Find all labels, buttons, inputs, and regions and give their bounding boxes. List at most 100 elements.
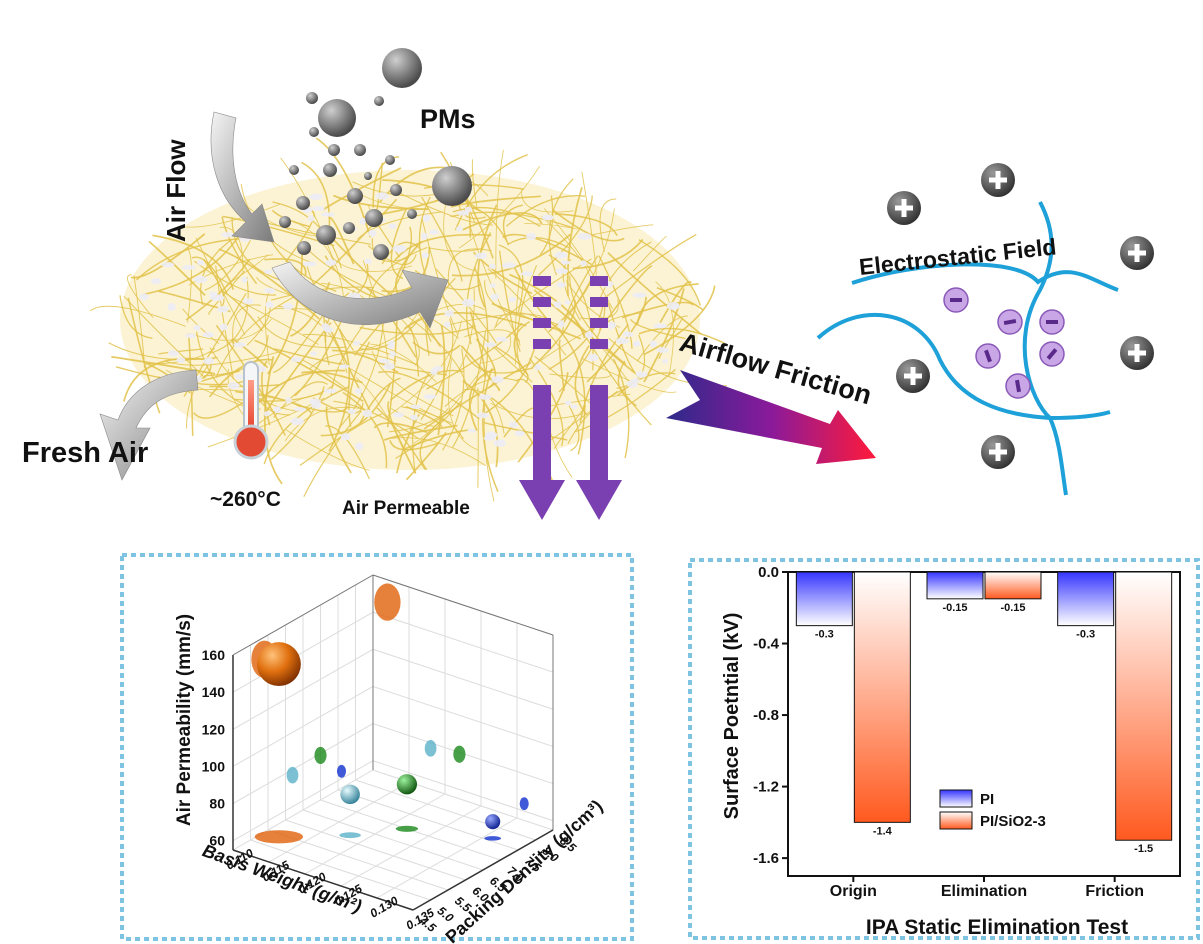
fiber-strand <box>405 432 447 481</box>
fiber-strand <box>389 440 440 451</box>
fiber-strand <box>122 357 207 402</box>
pm-particle <box>347 188 363 204</box>
point-projection-side <box>453 745 466 763</box>
fiber-strand <box>572 238 644 270</box>
sio2-particle <box>541 214 554 221</box>
fiber-strand <box>264 258 307 277</box>
permeable-arrows <box>519 276 622 520</box>
fiber-strand <box>579 323 629 423</box>
sio2-particle <box>290 356 302 362</box>
sio2-particle <box>635 371 648 378</box>
sio2-particle <box>150 278 161 285</box>
sio2-particle <box>197 259 205 266</box>
fiber-strand <box>554 213 618 237</box>
pm-particle <box>309 127 319 137</box>
fiber-strand <box>643 285 716 356</box>
negative-charge-icon <box>1039 341 1065 367</box>
wall-gridline <box>372 611 554 673</box>
sio2-particle <box>167 303 176 311</box>
fiber-strand <box>285 209 315 263</box>
sio2-particle <box>221 232 235 238</box>
sio2-particle <box>564 300 572 305</box>
fiber-strand <box>507 236 570 249</box>
sio2-particle <box>282 302 294 310</box>
fiber-strand <box>284 406 365 442</box>
floor-gridline <box>376 817 518 899</box>
pm-particle <box>279 216 291 228</box>
sio2-particle <box>264 269 273 275</box>
sio2-particle <box>615 337 629 345</box>
fiber-strand <box>342 391 388 469</box>
bar-ylabel: Surface Poetntial (kV) <box>721 613 743 820</box>
fiber-strand <box>659 281 692 324</box>
fiber-strand <box>127 274 154 318</box>
fiber-strand <box>231 338 269 369</box>
fiber-strand <box>306 247 395 300</box>
fiber-strand <box>302 333 419 366</box>
sio2-particle <box>476 412 489 419</box>
scatter-gridlines <box>232 574 554 911</box>
floor-gridline <box>355 779 536 841</box>
fiber-strand <box>456 288 475 374</box>
permeable-label: Air Permeable <box>342 498 470 519</box>
fiber-strand <box>569 275 627 365</box>
sio2-particle <box>467 428 477 433</box>
positive-charge-icon <box>896 359 930 393</box>
fiber-strand <box>221 216 258 285</box>
fiber-web <box>89 137 728 502</box>
sio2-particle <box>491 376 504 384</box>
sio2-particle <box>662 359 668 364</box>
z-tick-label: 100 <box>202 758 226 774</box>
negative-charge-icon <box>975 343 1001 369</box>
sio2-particle <box>444 310 454 317</box>
fiber-strand <box>454 154 528 231</box>
sio2-particle <box>422 214 431 222</box>
sio2-particle <box>359 217 367 225</box>
sio2-particle <box>340 433 351 441</box>
positive-charge-icon <box>981 163 1015 197</box>
sio2-particle <box>293 407 307 412</box>
sio2-particle <box>387 342 395 350</box>
scatter-point <box>485 814 501 830</box>
fiber-strand <box>272 309 328 374</box>
fiber-strand <box>548 254 594 371</box>
fiber-strand <box>452 330 487 448</box>
fiber-strand <box>612 358 630 459</box>
fiber-strand <box>412 341 461 355</box>
sio2-particle <box>310 351 318 356</box>
pm-particle <box>343 222 355 234</box>
negative-charge-icon <box>943 287 969 313</box>
fiber-strand <box>272 201 342 269</box>
sio2-particle <box>312 206 325 212</box>
fiber-strand <box>376 407 426 470</box>
fiber-strand <box>643 288 685 383</box>
positive-charge-icon <box>1120 336 1154 370</box>
scatter-points <box>251 583 529 844</box>
fiber-strand <box>231 217 286 283</box>
sio2-particle <box>484 342 497 348</box>
sio2-particle <box>242 298 254 305</box>
pm-particle <box>364 172 372 180</box>
sio2-particle <box>176 357 186 364</box>
fiber-strand <box>513 267 561 331</box>
sio2-particle <box>202 332 214 338</box>
fiber-strand <box>462 212 543 231</box>
fiber-strand <box>390 208 407 280</box>
sio2-particle <box>489 283 496 288</box>
fiber-strand <box>458 165 540 249</box>
sio2-particle <box>474 252 487 260</box>
sio2-particle <box>580 260 587 267</box>
negative-charge-icon <box>1039 309 1065 335</box>
sio2-particle <box>185 333 197 339</box>
sio2-particle <box>193 275 208 283</box>
x-tick-label: Elimination <box>941 883 1027 900</box>
pm-particle <box>374 96 384 106</box>
fiber-strand <box>517 372 569 463</box>
sio2-particle <box>560 260 571 265</box>
fiber-strand <box>451 233 572 277</box>
scatter-panel <box>120 553 634 941</box>
wall-gridline <box>232 611 374 693</box>
fiber-strand <box>301 370 363 384</box>
fiber-strand <box>267 254 304 375</box>
fiber-strand <box>466 232 492 345</box>
